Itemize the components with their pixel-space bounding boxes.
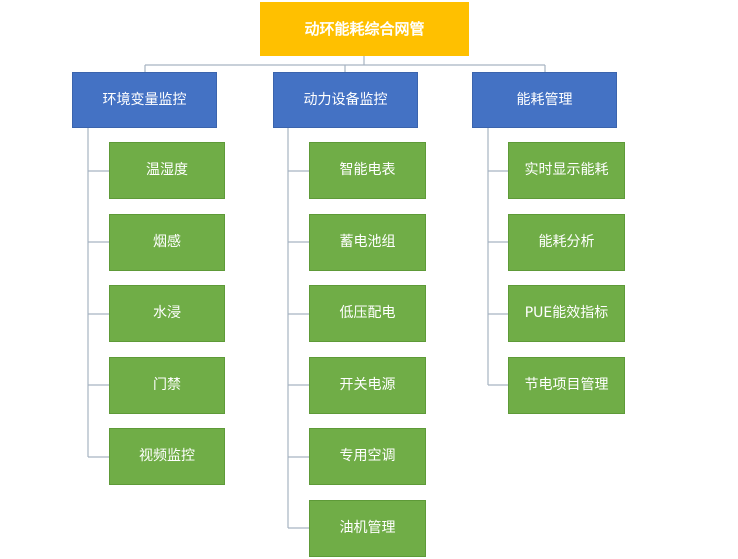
leaf-label: 智能电表 (339, 162, 396, 179)
leaf-label: 专用空调 (339, 448, 396, 465)
leaf-label: PUE能效指标 (524, 305, 609, 322)
leaf-node: 专用空调 (309, 428, 426, 485)
leaf-node: 视频监控 (109, 428, 225, 485)
category-label: 动力设备监控 (303, 91, 388, 108)
category-node-environment: 环境变量监控 (72, 72, 217, 128)
leaf-label: 烟感 (153, 234, 181, 251)
leaf-node: 能耗分析 (508, 214, 625, 271)
leaf-label: 水浸 (153, 305, 181, 322)
leaf-node: 门禁 (109, 357, 225, 414)
leaf-node: 实时显示能耗 (508, 142, 625, 199)
category-node-power: 动力设备监控 (273, 72, 418, 128)
leaf-node: 温湿度 (109, 142, 225, 199)
leaf-node: 开关电源 (309, 357, 426, 414)
category-node-energy: 能耗管理 (472, 72, 617, 128)
root-node: 动环能耗综合网管 (260, 2, 469, 56)
leaf-node: 油机管理 (309, 500, 426, 557)
leaf-label: 低压配电 (339, 305, 396, 322)
leaf-label: 蓄电池组 (339, 234, 396, 251)
category-label: 能耗管理 (516, 91, 573, 108)
leaf-node: 节电项目管理 (508, 357, 625, 414)
leaf-label: 能耗分析 (538, 234, 595, 251)
leaf-node: PUE能效指标 (508, 285, 625, 342)
leaf-label: 节电项目管理 (524, 377, 609, 394)
leaf-node: 烟感 (109, 214, 225, 271)
root-node-label: 动环能耗综合网管 (304, 20, 425, 38)
leaf-label: 视频监控 (139, 448, 195, 465)
leaf-node: 智能电表 (309, 142, 426, 199)
leaf-node: 低压配电 (309, 285, 426, 342)
leaf-label: 门禁 (153, 377, 181, 394)
leaf-node: 水浸 (109, 285, 225, 342)
leaf-label: 开关电源 (339, 377, 396, 394)
category-label: 环境变量监控 (102, 91, 187, 108)
leaf-label: 温湿度 (146, 162, 188, 179)
leaf-label: 实时显示能耗 (524, 162, 609, 179)
leaf-label: 油机管理 (339, 520, 396, 537)
leaf-node: 蓄电池组 (309, 214, 426, 271)
